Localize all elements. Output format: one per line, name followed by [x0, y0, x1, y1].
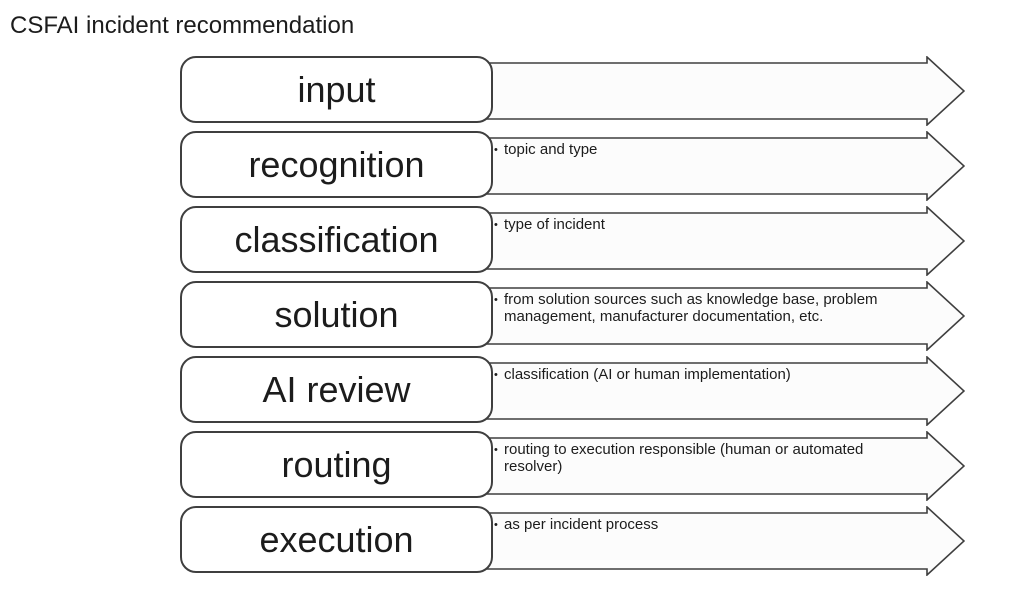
step-bullet-label: as per incident process — [504, 516, 659, 533]
step-bullet-text: • routing to execution responsible (huma… — [492, 441, 920, 475]
step-box: AI review — [180, 356, 493, 423]
bullet-marker: • — [494, 144, 498, 156]
step-label: recognition — [248, 143, 425, 185]
flow-step-row: • routing to execution responsible (huma… — [0, 431, 1024, 501]
step-bullet-label: from solution sources such as knowledge … — [504, 291, 878, 325]
step-box: recognition — [180, 131, 493, 198]
step-label: AI review — [262, 368, 411, 410]
flow-step-row: • input — [0, 56, 1024, 126]
flow-step-row: • topic and type recognition — [0, 131, 1024, 201]
step-label: solution — [274, 293, 399, 335]
arrow-right-icon — [486, 281, 965, 351]
bullet-marker: • — [494, 219, 498, 231]
flow-step-row: • classification (AI or human implementa… — [0, 356, 1024, 426]
arrow-right-icon — [486, 506, 965, 576]
bullet-marker: • — [494, 294, 498, 306]
step-box: input — [180, 56, 493, 123]
step-bullet-label: routing to execution responsible (human … — [504, 441, 864, 475]
step-bullet-text: • topic and type — [492, 141, 920, 158]
step-bullet-label: type of incident — [504, 216, 605, 233]
step-label: routing — [281, 443, 392, 485]
bullet-marker: • — [494, 369, 498, 381]
step-box: execution — [180, 506, 493, 573]
step-box: routing — [180, 431, 493, 498]
step-bullet-text: • as per incident process — [492, 516, 920, 533]
arrow-right-icon — [486, 431, 965, 501]
step-bullet-label: classification (AI or human implementati… — [504, 366, 791, 383]
flow-step-row: • type of incident classification — [0, 206, 1024, 276]
step-label: execution — [259, 518, 414, 560]
step-bullet-label: topic and type — [504, 141, 598, 158]
arrow-right-icon — [486, 131, 965, 201]
step-box: solution — [180, 281, 493, 348]
bullet-marker: • — [494, 444, 498, 456]
arrow-right-icon — [486, 206, 965, 276]
bullet-marker: • — [494, 519, 498, 531]
step-bullet-text: • from solution sources such as knowledg… — [492, 291, 920, 325]
step-bullet-text: • type of incident — [492, 216, 920, 233]
page-title: CSFAI incident recommendation — [10, 12, 355, 39]
step-bullet-text: • classification (AI or human implementa… — [492, 366, 920, 383]
flow-step-row: • from solution sources such as knowledg… — [0, 281, 1024, 351]
step-box: classification — [180, 206, 493, 273]
step-label: input — [297, 68, 376, 110]
flow-step-row: • as per incident process execution — [0, 506, 1024, 576]
step-label: classification — [234, 218, 439, 260]
arrow-right-icon — [486, 56, 965, 126]
arrow-right-icon — [486, 356, 965, 426]
